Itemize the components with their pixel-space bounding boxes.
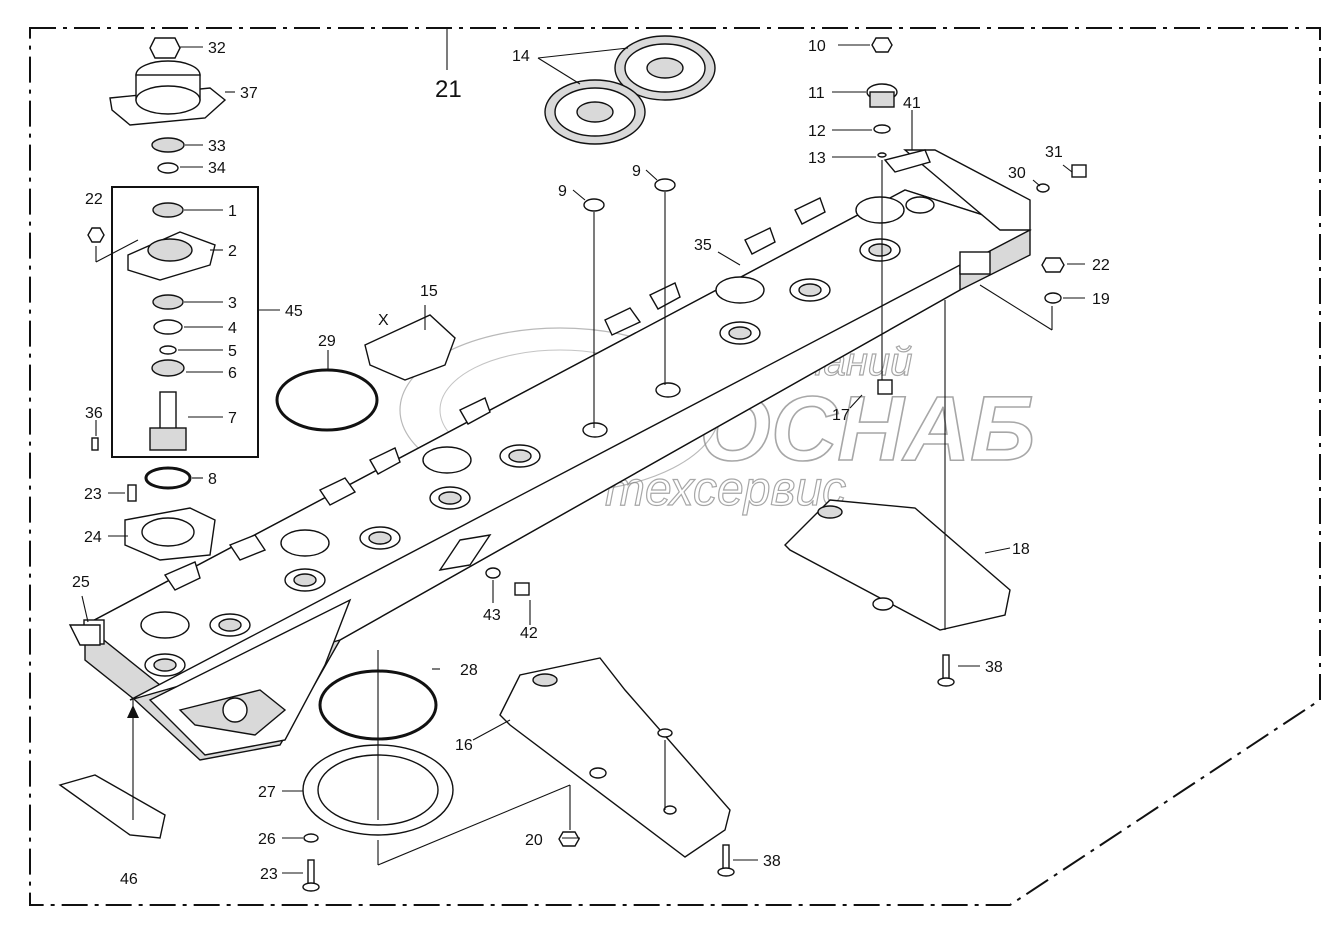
callout-38-lower: 38 xyxy=(763,853,781,870)
callout-38-right: 38 xyxy=(985,659,1003,676)
callout-13: 13 xyxy=(808,150,826,167)
callout-11: 11 xyxy=(808,85,825,102)
callout-1: 1 xyxy=(228,203,237,220)
callout-37: 37 xyxy=(240,85,258,102)
callout-6: 6 xyxy=(228,365,237,382)
callout-22-left: 22 xyxy=(85,191,103,208)
assembly-frame xyxy=(29,27,1321,906)
idler-hardware xyxy=(866,37,1087,395)
gear-pair-14 xyxy=(544,35,716,212)
callout-5: 5 xyxy=(228,343,237,360)
watermark-line3: техсервис xyxy=(605,463,846,516)
callout-17: 17 xyxy=(832,407,850,424)
callout-42: 42 xyxy=(520,625,538,642)
callout-10: 10 xyxy=(808,38,826,55)
callout-4: 4 xyxy=(228,320,237,337)
callout-30: 30 xyxy=(1008,165,1026,182)
callout-19: 19 xyxy=(1092,291,1110,308)
callout-20: 20 xyxy=(525,832,543,849)
callout-27: 27 xyxy=(258,784,276,801)
callout-12: 12 xyxy=(808,123,826,140)
callout-28: 28 xyxy=(460,662,478,679)
callout-14: 14 xyxy=(512,48,530,65)
leader-lines xyxy=(81,44,1085,874)
callout-31: 31 xyxy=(1045,144,1063,161)
callout-24: 24 xyxy=(84,529,102,546)
callout-26: 26 xyxy=(258,831,276,848)
callout-36: 36 xyxy=(85,405,103,422)
callout-8: 8 xyxy=(208,471,217,488)
callout-46: 46 xyxy=(120,871,138,888)
assembly-number: 21 xyxy=(435,76,462,103)
callout-43: 43 xyxy=(483,607,501,624)
callout-18: 18 xyxy=(1012,541,1030,558)
bolts xyxy=(302,567,955,892)
callout-x: X xyxy=(378,312,389,329)
o-ring-29 xyxy=(275,368,379,432)
callout-45: 45 xyxy=(285,303,303,320)
callout-7: 7 xyxy=(228,410,237,427)
skid-shoe-18 xyxy=(784,499,1011,631)
drive-hub-stack xyxy=(68,37,259,646)
skid-shoe-16 xyxy=(499,657,731,858)
callout-34: 34 xyxy=(208,160,226,177)
callout-32: 32 xyxy=(208,40,226,57)
callout-33: 33 xyxy=(208,138,226,155)
callout-9-right: 9 xyxy=(632,163,641,180)
callout-25: 25 xyxy=(72,574,90,591)
knife-46 xyxy=(58,774,166,839)
callout-35: 35 xyxy=(694,237,712,254)
callout-29: 29 xyxy=(318,333,336,350)
callout-labels: 32 37 33 34 1 2 3 4 5 6 7 8 45 22 36 23 … xyxy=(72,38,1110,888)
callout-22-right: 22 xyxy=(1092,257,1110,274)
callout-23-upper: 23 xyxy=(84,486,102,503)
callout-23-lower: 23 xyxy=(260,866,278,883)
callout-15: 15 xyxy=(420,283,438,300)
callout-2: 2 xyxy=(228,243,237,260)
callout-16: 16 xyxy=(455,737,473,754)
guard-15 xyxy=(364,314,456,381)
callout-41: 41 xyxy=(903,95,921,112)
callout-9-left: 9 xyxy=(558,183,567,200)
cutter-bar-beam xyxy=(83,149,1032,761)
callout-3: 3 xyxy=(228,295,237,312)
